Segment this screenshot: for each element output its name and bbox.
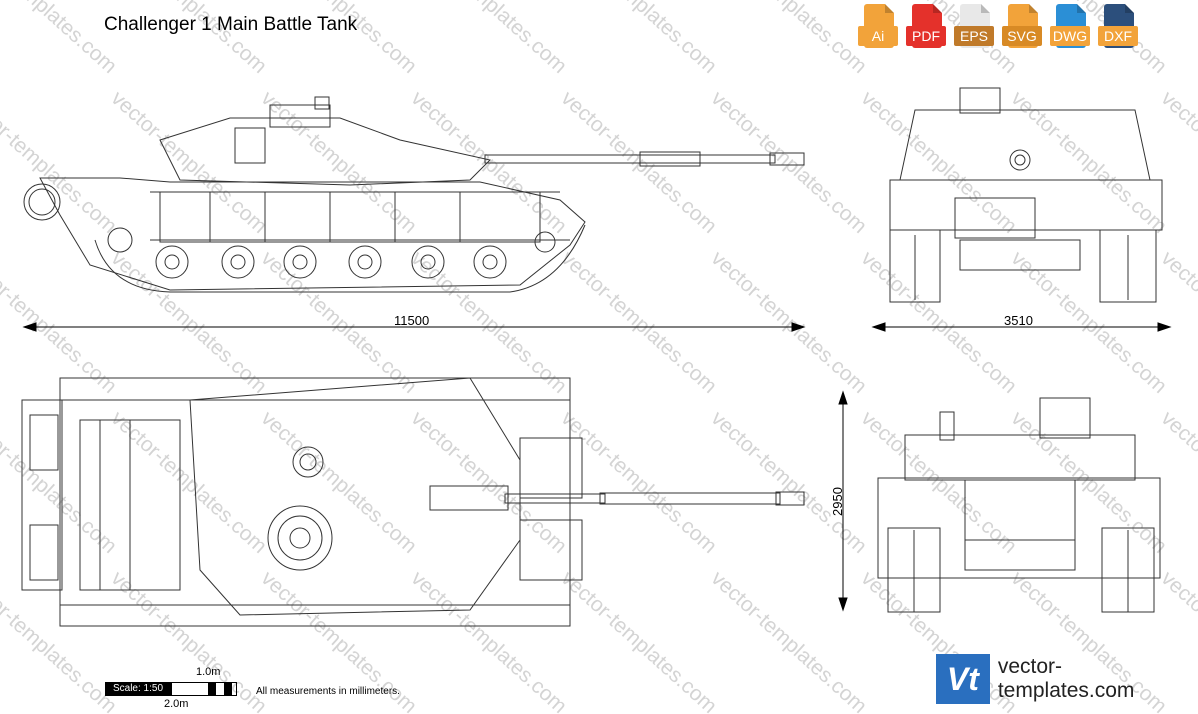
format-label: EPS — [954, 26, 994, 46]
width-label: 3510 — [1004, 313, 1033, 328]
height-label: 2950 — [830, 487, 845, 516]
format-label: DXF — [1098, 26, 1138, 46]
fold-icon — [981, 4, 990, 13]
watermark-text: vector-templates.com — [107, 407, 272, 558]
watermark-text: vector-templates.com — [107, 0, 272, 78]
scale-one-meter: 1.0m — [196, 666, 221, 678]
watermark-text: vector-templates.com — [557, 0, 722, 78]
format-label: Ai — [858, 26, 898, 46]
dimension-height — [838, 390, 848, 612]
format-pdf-icon[interactable]: PDF — [906, 4, 946, 52]
rear-view — [877, 397, 1161, 613]
page-title: Challenger 1 Main Battle Tank — [104, 14, 358, 35]
format-label: PDF — [906, 26, 946, 46]
format-eps-icon[interactable]: EPS — [954, 4, 994, 52]
fold-icon — [885, 4, 894, 13]
scale-label: Scale: 1:50 — [105, 682, 171, 696]
watermark-text: vector-templates.com — [257, 407, 422, 558]
watermark-text: vector-templates.com — [557, 87, 722, 238]
watermark-text: vector-templates.com — [557, 247, 722, 398]
watermark-text: vector-templates.com — [407, 87, 572, 238]
watermark-text: vector-templates.com — [557, 567, 722, 714]
watermark-text: vector-templates.com — [0, 0, 121, 78]
watermark-text: vector-templates.com — [707, 0, 872, 78]
watermark-text: vector-templates.com — [707, 567, 872, 714]
brand-logo[interactable]: Vt vector-templates.com — [936, 654, 1198, 704]
dimension-width — [871, 322, 1172, 332]
watermark-text: vector-templates.com — [407, 567, 572, 714]
format-ai-icon[interactable]: Ai — [858, 4, 898, 52]
fold-icon — [1029, 4, 1038, 13]
vt-logo-icon: Vt — [936, 654, 990, 704]
watermark-text: vector-templates.com — [107, 247, 272, 398]
watermark-text: vector-templates.com — [857, 87, 1022, 238]
watermark-text: vector-templates.com — [857, 407, 1022, 558]
watermark-text: vector-templates.com — [107, 87, 272, 238]
watermark-text: vector-templates.com — [407, 0, 572, 78]
fold-icon — [1125, 4, 1134, 13]
dimension-length — [22, 322, 806, 332]
fold-icon — [1077, 4, 1086, 13]
format-icons: Ai PDF EPS SVG DWG DXF — [858, 4, 1138, 52]
watermark-text: vector-templates.com — [1007, 407, 1172, 558]
watermark-text: vector-templates.com — [557, 407, 722, 558]
format-svg-icon[interactable]: SVG — [1002, 4, 1042, 52]
fold-icon — [933, 4, 942, 13]
format-dxf-icon[interactable]: DXF — [1098, 4, 1138, 52]
front-view — [889, 87, 1163, 303]
scale-two-meter: 2.0m — [164, 698, 189, 710]
watermark-text: vector-templates.com — [257, 87, 422, 238]
side-view — [23, 96, 805, 293]
format-label: SVG — [1002, 26, 1042, 46]
top-view — [21, 377, 805, 627]
brand-name: vector-templates.com — [997, 655, 1135, 702]
watermark-text: vector-templates.com — [857, 247, 1022, 398]
length-label: 11500 — [394, 313, 429, 328]
watermark-text: vector-templates.com — [0, 567, 121, 714]
watermark-text: vector-templates.com — [407, 407, 572, 558]
watermark-text: vector-templates.com — [257, 0, 422, 78]
watermark-text: vector-templates.com — [707, 247, 872, 398]
watermark-text: vector-templates.com — [707, 407, 872, 558]
scale-bar — [171, 682, 237, 696]
format-dwg-icon[interactable]: DWG — [1050, 4, 1090, 52]
watermark-text: vector-templates.com — [0, 407, 121, 558]
format-label: DWG — [1050, 26, 1090, 46]
watermark-text: vector-templates.com — [707, 87, 872, 238]
measurement-note: All measurements in millimeters. — [256, 686, 400, 697]
